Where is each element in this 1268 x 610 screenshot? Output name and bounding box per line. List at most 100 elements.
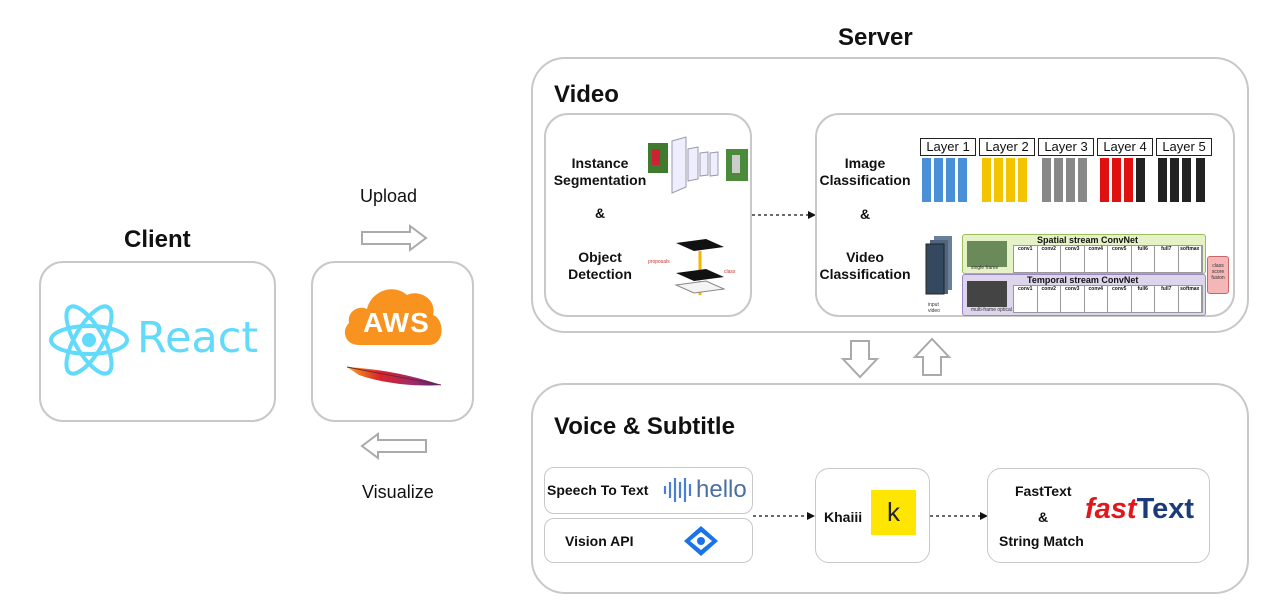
layer-bar xyxy=(1136,158,1145,202)
layer-4-header: Layer 4 xyxy=(1097,138,1153,156)
fasttext-logo: fastText xyxy=(1085,493,1194,526)
layer-5-header: Layer 5 xyxy=(1156,138,1212,156)
layer-bar xyxy=(1018,158,1027,202)
aws-label: AWS xyxy=(363,307,430,338)
layer-bar xyxy=(1112,158,1121,202)
stream-layer-cell: full7 xyxy=(1155,246,1179,272)
khaiii-logo-letter: k xyxy=(887,497,900,527)
string-match-label: String Match xyxy=(999,533,1084,549)
layer-bar xyxy=(1006,158,1015,202)
stream-layer-cell: conv4 xyxy=(1085,246,1108,272)
client-box: React xyxy=(39,261,276,422)
layer-bar xyxy=(934,158,943,202)
layer-bar xyxy=(1054,158,1063,202)
temporal-stream-title: Temporal stream ConvNet xyxy=(1027,275,1139,285)
aws-box: AWS xyxy=(311,261,474,422)
fasttext-box: FastText & String Match fastText xyxy=(987,468,1210,563)
khaiii-label: Khaiii xyxy=(824,509,863,525)
stream-layer-cell: full6 xyxy=(1132,246,1155,272)
class-score-fusion: class score fusion xyxy=(1207,256,1229,294)
video-title: Video xyxy=(554,81,619,108)
stream-layer-cell: conv2 xyxy=(1038,246,1061,272)
object-detection-label: Object Detection xyxy=(568,249,632,282)
layer-bar xyxy=(1078,158,1087,202)
stream-layer-cell: softmax xyxy=(1179,246,1202,272)
segmentation-detection-box: Instance Segmentation & Object Detection… xyxy=(544,113,752,317)
voice-flow-arrow-2 xyxy=(930,512,988,520)
single-frame-image xyxy=(967,241,1007,267)
fasttext-label: FastText xyxy=(1015,483,1072,499)
fasttext-logo-text: Text xyxy=(1136,493,1195,525)
down-arrow-icon xyxy=(841,340,879,379)
spatial-stream-panel: Spatial stream ConvNet single frame conv… xyxy=(962,234,1206,274)
layer-bar xyxy=(1158,158,1167,202)
layer-bar xyxy=(1066,158,1075,202)
single-frame-label: single frame xyxy=(971,265,999,271)
temporal-stream-panel: Temporal stream ConvNet multi-frame opti… xyxy=(962,274,1206,316)
optical-flow-image xyxy=(967,281,1007,307)
segmentation-network-image xyxy=(648,136,748,194)
visualize-arrow-icon xyxy=(360,432,427,460)
class-fusion-label: class score fusion xyxy=(1211,263,1225,281)
video-classification-label: Video Classification xyxy=(819,249,911,282)
khaiii-logo-icon: k xyxy=(871,490,916,535)
server-title: Server xyxy=(838,24,913,51)
layer-bar xyxy=(1124,158,1133,202)
react-logo-icon xyxy=(49,304,129,376)
stream-layer-cell: conv3 xyxy=(1061,246,1085,272)
layer-3-header: Layer 3 xyxy=(1038,138,1094,156)
hello-logo-text: hello xyxy=(696,476,747,503)
video-flow-arrow xyxy=(752,211,816,219)
vision-api-icon xyxy=(684,526,718,556)
stream-layer-cell: conv4 xyxy=(1085,286,1108,312)
visualize-label: Visualize xyxy=(362,482,434,502)
vision-api-label: Vision API xyxy=(565,533,634,549)
vision-api-box: Vision API xyxy=(544,518,753,563)
input-video-label: input video xyxy=(928,302,940,314)
client-title: Client xyxy=(124,226,191,253)
layer-bar xyxy=(982,158,991,202)
object-detection-image: proposals class xyxy=(648,239,736,295)
react-label: React xyxy=(137,313,259,363)
spatial-stream-title: Spatial stream ConvNet xyxy=(1037,235,1139,245)
ampersand-label-3: & xyxy=(1038,509,1049,525)
layer-1-header: Layer 1 xyxy=(920,138,976,156)
aws-cloud-icon xyxy=(344,289,442,345)
input-video-stack-image xyxy=(925,236,952,295)
apache-feather-icon xyxy=(346,366,442,386)
layer-bar xyxy=(958,158,967,202)
speech-to-text-box: Speech To Text hello xyxy=(544,467,753,514)
stream-layer-cell: full6 xyxy=(1132,286,1155,312)
fasttext-logo-fast: fast xyxy=(1085,493,1137,525)
soundwave-icon xyxy=(663,478,692,502)
up-arrow-icon xyxy=(913,337,951,376)
ampersand-label: & xyxy=(594,205,606,221)
layer-bar xyxy=(1170,158,1179,202)
layer-bar xyxy=(994,158,1003,202)
image-classification-label: Image Classification xyxy=(819,155,911,188)
multi-frame-label: multi-frame optical flow xyxy=(971,307,1023,313)
stream-layer-cell: conv1 xyxy=(1014,246,1038,272)
upload-label: Upload xyxy=(360,186,418,206)
stream-layer-cell: conv1 xyxy=(1014,286,1038,312)
stream-layer-cell: conv2 xyxy=(1038,286,1061,312)
voice-flow-arrow-1 xyxy=(753,512,815,520)
ampersand-label-2: & xyxy=(859,206,871,222)
layer-2-header: Layer 2 xyxy=(979,138,1035,156)
svg-text:class: class xyxy=(724,269,736,275)
layer-bar xyxy=(922,158,931,202)
layer-bar xyxy=(1042,158,1051,202)
stream-layer-cell: softmax xyxy=(1179,286,1202,312)
stream-layer-cell: conv5 xyxy=(1108,286,1132,312)
layer-bar xyxy=(1182,158,1191,202)
upload-arrow-icon xyxy=(361,224,428,252)
stream-layer-cell: conv5 xyxy=(1108,246,1132,272)
layer-bar xyxy=(1196,158,1205,202)
instance-segmentation-label: Instance Segmentation xyxy=(553,155,647,188)
svg-text:proposals: proposals xyxy=(648,259,670,265)
stream-layer-cell: conv3 xyxy=(1061,286,1085,312)
speech-to-text-label: Speech To Text xyxy=(547,482,649,498)
khaiii-box: Khaiii k xyxy=(815,468,930,563)
